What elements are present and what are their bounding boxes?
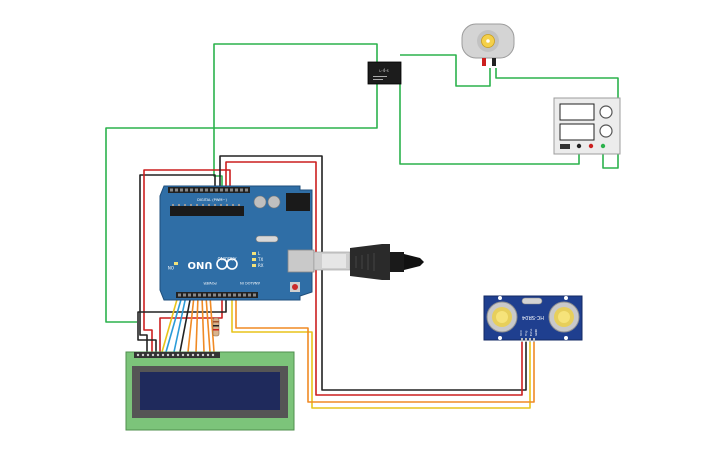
resistor-icon[interactable] — [212, 317, 220, 337]
arduino-uno-board[interactable]: DIGITAL (PWM~) L TX RX — [159, 185, 315, 301]
wire-orange-d7[interactable] — [205, 295, 211, 353]
receiver-icon — [548, 301, 580, 333]
ultrasonic-sensor[interactable]: HC-SR04 VCC Trig Echo GND — [483, 295, 583, 342]
digital-header[interactable] — [168, 187, 250, 193]
sensor-model-label: HC-SR04 — [522, 314, 544, 320]
lcd-display[interactable] — [125, 351, 295, 431]
wire-green-relay-motor[interactable] — [400, 54, 491, 87]
led-l-label: L — [258, 251, 261, 256]
power-label: POWER — [203, 281, 217, 285]
voltage-display — [559, 103, 595, 121]
wire-blue-d3[interactable] — [173, 295, 187, 353]
wire-orange-analog[interactable] — [235, 296, 535, 403]
wire-blue-d2[interactable] — [165, 295, 183, 353]
pin-trig-label: Trig — [524, 331, 528, 337]
wire-black-long[interactable] — [219, 155, 527, 391]
wire-orange-d5[interactable] — [195, 295, 199, 353]
wire-black-power[interactable] — [137, 296, 227, 352]
lcd-screen — [140, 372, 280, 410]
power-switch[interactable] — [560, 144, 570, 149]
usb-port[interactable] — [287, 249, 315, 273]
wire-green-relay-arduino[interactable] — [213, 43, 378, 190]
wire-green-relay-supply[interactable] — [399, 80, 580, 165]
brand-label: ARDUINO — [218, 256, 237, 261]
led-tx-label: TX — [257, 257, 263, 262]
voltage-knob[interactable] — [599, 105, 613, 119]
transmitter-icon — [486, 301, 518, 333]
led-rx-label: RX — [258, 263, 264, 268]
wire-orange-d8[interactable] — [209, 295, 215, 353]
led-on-label: ON — [168, 265, 174, 270]
wire-red-long[interactable] — [225, 161, 523, 396]
current-display — [559, 123, 595, 141]
relay-label: ʟ-4-s — [379, 68, 389, 73]
wire-yellow-analog[interactable] — [231, 296, 531, 409]
wire-orange-d6[interactable] — [201, 295, 205, 353]
power-analog-header[interactable] — [176, 292, 258, 298]
arduino-logo-icon — [216, 258, 238, 270]
wires — [105, 43, 619, 409]
atmega-chip — [170, 206, 244, 216]
wire-black-lcd-gnd[interactable] — [179, 299, 191, 353]
wire-red-top[interactable] — [143, 169, 231, 352]
wire-orange-d4[interactable] — [187, 295, 195, 353]
wire-black-top[interactable] — [139, 174, 216, 352]
relay-module[interactable]: ʟ-4-s — [367, 61, 402, 85]
wire-yellow-d1[interactable] — [161, 295, 179, 353]
power-supply-icon[interactable] — [553, 97, 621, 155]
pin-gnd-label: GND — [534, 328, 538, 336]
power-jack[interactable] — [286, 193, 310, 211]
pin-vcc-label: VCC — [519, 330, 523, 336]
dc-motor-icon[interactable] — [461, 23, 515, 66]
digital-label: DIGITAL (PWM~) — [197, 198, 227, 202]
usb-cable-icon[interactable] — [313, 244, 424, 280]
current-knob[interactable] — [599, 124, 613, 138]
model-label: UNO — [188, 259, 213, 270]
pin-echo-label: Echo — [529, 329, 533, 336]
analog-label: ANALOG IN — [240, 281, 260, 285]
